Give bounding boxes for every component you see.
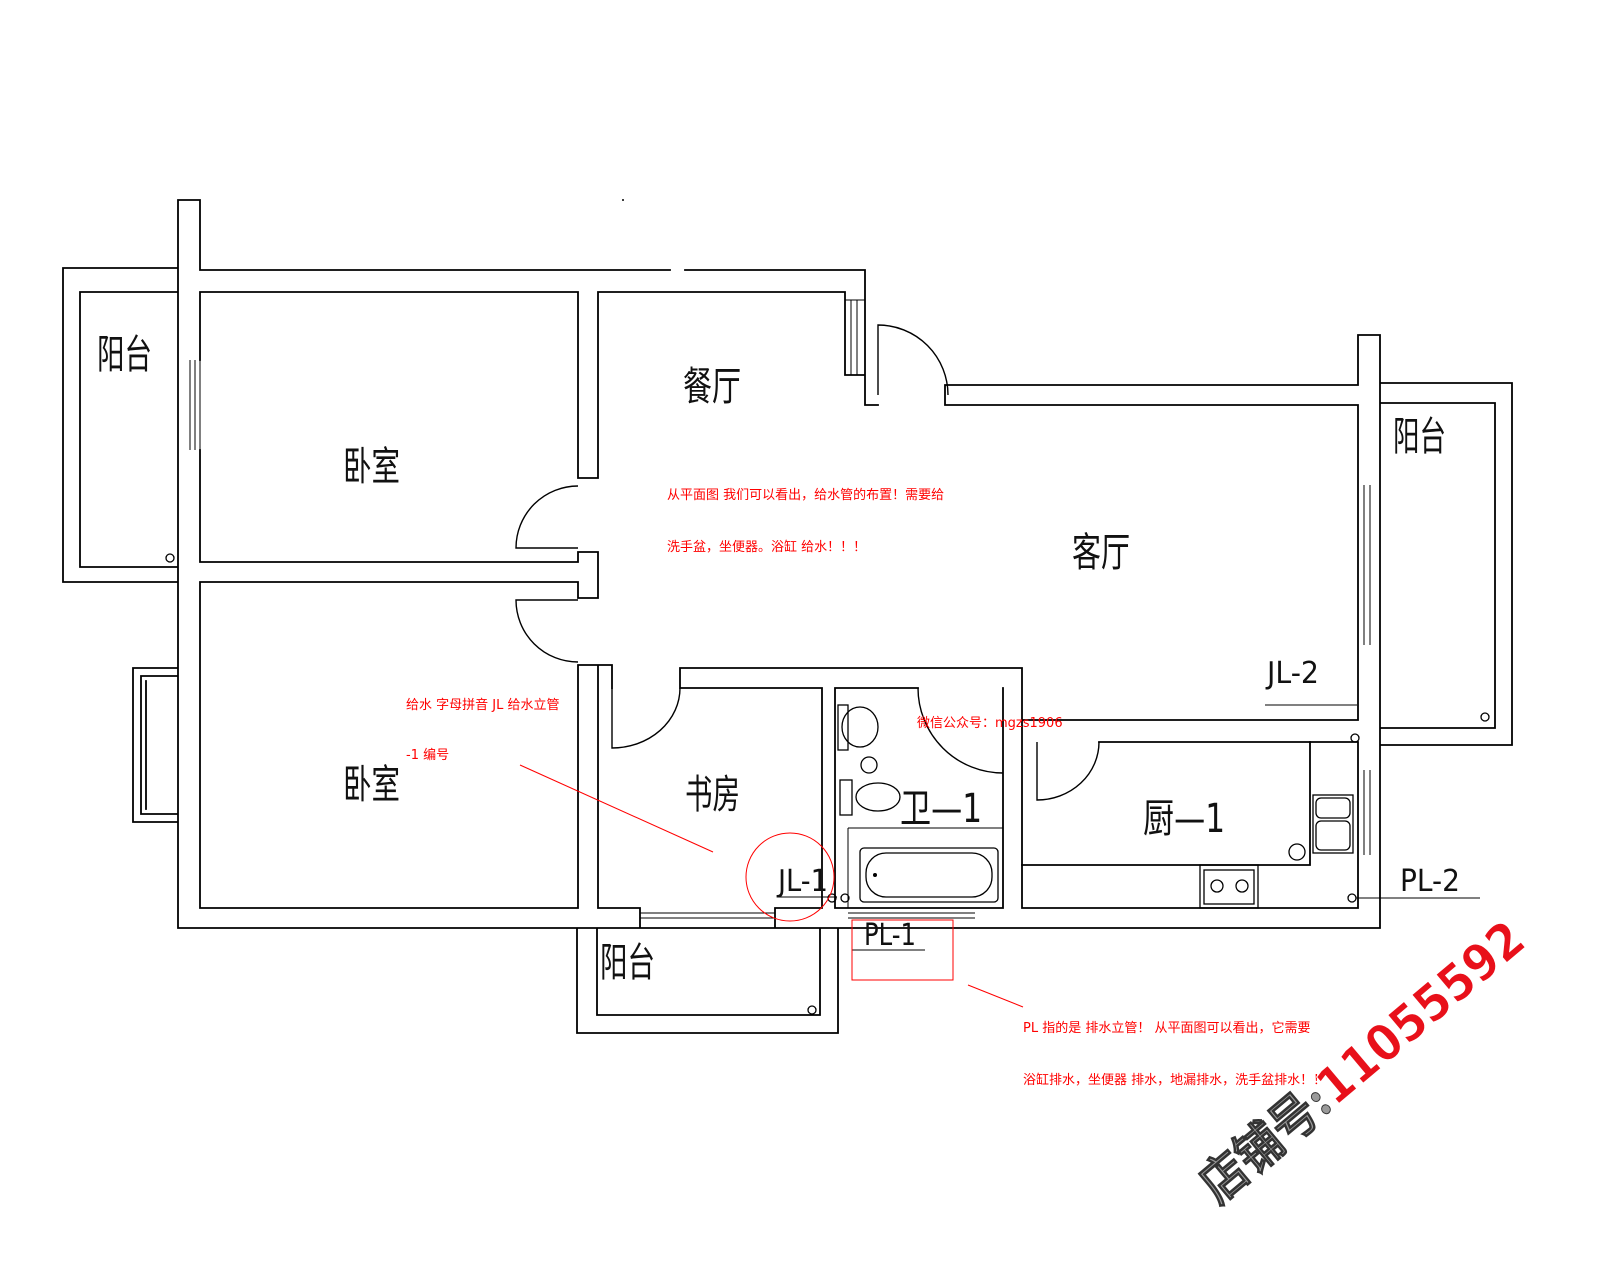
watermark-shop-label: 店铺号: [1188,1071,1343,1214]
room-label-bedroom-bottom: 卧室 [343,762,400,808]
bathtub-outer [859,847,999,903]
burner-icon [1235,879,1249,893]
floor-drain-icon [165,553,175,563]
riser-label-pl1: PL-1 [864,918,916,953]
kitchen-counter [1021,741,1311,866]
washbasin-bowl [841,706,879,748]
room-label-balcony-right: 阳台 [1393,414,1446,460]
toilet-bowl [855,782,901,812]
toilet-tank [839,779,853,816]
floor-drain-icon [1288,843,1306,861]
door-swing-study [611,687,681,749]
sink-bowl [1315,820,1351,851]
washbasin [837,704,879,751]
riser-label-pl2: PL-2 [1400,864,1460,899]
door-swing-entrance [877,324,949,396]
stray-dot [622,199,624,201]
bathtub [859,847,999,903]
note-jl-line1: 给水 字母拼音 JL 给水立管 [406,697,559,713]
door-swing-kitchen [1036,741,1100,801]
room-label-balcony-left: 阳台 [97,332,152,378]
bathtub-drain-icon [873,873,877,877]
floor-drain-icon [1480,712,1490,722]
note-supply-line1: 从平面图 我们可以看出，给水管的布置！需要给 [667,487,944,503]
floor-drain-icon [807,1005,817,1015]
washbasin-counter [837,704,849,751]
riser-pipe-icon [840,893,850,903]
door-swing-bathroom [917,687,1004,774]
room-label-bedroom-top: 卧室 [343,444,400,490]
riser-pipe-icon [1350,733,1360,743]
jl-callout-line [519,764,714,853]
pl-callout-line [967,984,1024,1008]
riser-label-jl1: JL-1 [776,864,828,899]
room-label-kitchen: 厨—1 [1143,796,1225,842]
room-label-study: 书房 [685,772,740,818]
note-jl-line2: -1 编号 [406,748,449,763]
riser-pipe-icon [1347,893,1357,903]
riser-pipe-icon [827,893,837,903]
note-pl-line1: PL 指的是 排水立管！ 从平面图可以看出，它需要 [1023,1020,1310,1036]
stove-top [1203,869,1255,905]
floor-drain-icon [860,756,878,774]
door-swing-bedroom-top [515,485,579,549]
note-pl-line2: 浴缸排水，坐便器 排水，地漏排水，洗手盆排水！！ [1023,1072,1326,1088]
stove [1199,864,1259,909]
room-label-bathroom: 卫—1 [900,786,982,832]
bathtub-inner [865,852,993,898]
sink-bowl [1315,797,1351,819]
pl1-highlight-box [851,919,954,981]
note-supply-line2: 洗手盆，坐便器。浴缸 给水！！！ [667,539,866,555]
room-label-balcony-bottom: 阳台 [600,940,655,986]
note-wechat: 微信公众号：mgzs1906 [917,716,1063,731]
room-label-dining: 餐厅 [683,364,741,410]
wall-lines [62,199,1513,1034]
burner-icon [1210,879,1224,893]
watermark-shop-number: 11055592 [1305,909,1536,1116]
riser-label-jl2: JL-2 [1265,656,1319,691]
door-swing-bedroom-bottom [515,599,579,663]
jl1-highlight-circle [745,832,835,922]
room-label-living: 客厅 [1072,530,1130,576]
window-lines [189,299,1371,919]
kitchen-sink [1288,794,1354,861]
toilet [839,756,901,816]
stove-body [1199,864,1259,909]
shop-watermark: 店铺号:11055592 [1188,909,1536,1215]
sink-frame [1312,794,1354,854]
